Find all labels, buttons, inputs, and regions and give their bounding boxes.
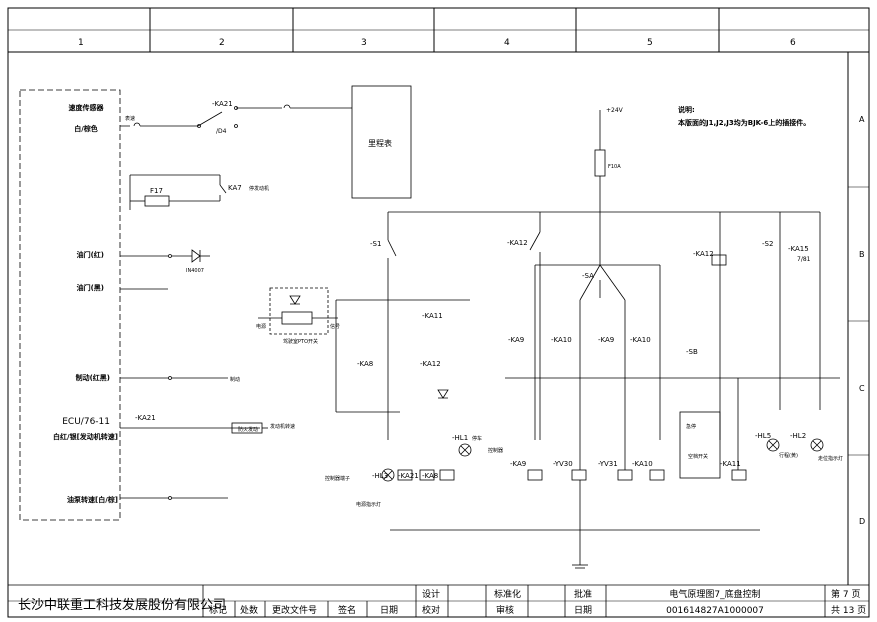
column-label-4: 4 [504, 38, 510, 48]
column-label-3: 3 [361, 38, 367, 48]
column-label-1: 1 [78, 38, 84, 48]
fuse-f17-label: F17 [150, 187, 163, 195]
neutral-switch-label: 空档开关 [688, 453, 708, 460]
power-bus [335, 110, 840, 569]
ka15-ref: 7/81 [797, 256, 811, 263]
column-label-6: 6 [790, 38, 796, 48]
ecu-wire-note: 发动机转速 [270, 423, 295, 430]
s1-label: -S1 [370, 240, 381, 248]
row-label-c: C [859, 384, 865, 393]
ka21-top-label: -KA21 [212, 100, 233, 108]
date-label: 日期 [574, 605, 592, 616]
hl1-label: -HL1 [452, 434, 468, 442]
col-doc: 更改文件号 [272, 604, 317, 616]
ka10-coil-label: -KA10 [632, 460, 653, 468]
ka10-label-a: -KA10 [551, 336, 572, 344]
ka11-coil-label: -KA11 [720, 460, 741, 468]
design-label: 设计 [422, 588, 440, 600]
fuse-f10a-label: F10A [608, 164, 621, 170]
row-label-a: A [859, 115, 865, 124]
ka9-coil-label: -KA9 [510, 460, 526, 468]
ecu-box-label: 防火发动 [238, 426, 258, 433]
hl2-label: -HL2 [790, 432, 806, 440]
speed-sensor-label: 速度传感器 [69, 103, 105, 112]
speed-sensor-circuit [120, 85, 412, 500]
company-name: 长沙中联重工科技发展股份有限公司 [18, 597, 226, 613]
check-label: 校对 [422, 604, 440, 616]
title-block-grid [8, 584, 869, 617]
column-label-5: 5 [647, 38, 653, 48]
odometer-label: 里程表 [368, 138, 392, 148]
supply-label: +24V [606, 107, 624, 114]
ka11-label: -KA11 [422, 312, 443, 320]
oil-door-red-label: 油门(红) [77, 250, 104, 259]
ka9-label-b: -KA9 [598, 336, 614, 344]
row-label-b: B [859, 250, 865, 259]
coils-and-lamps [381, 254, 824, 482]
approve-label: 批准 [574, 588, 592, 600]
ka7-note: 停发动机 [249, 185, 269, 192]
hl5-note: 行程(黄) [779, 452, 798, 459]
s2-label: -S2 [762, 240, 773, 248]
diode-label: IN4007 [186, 268, 204, 274]
pto-signal-label: 信号 [330, 323, 340, 330]
sheet-number: 第 7 页 [831, 588, 860, 600]
external-device-boundary [19, 89, 121, 521]
sensor-tag: 表速 [125, 115, 135, 122]
note-title: 说明: [678, 105, 695, 114]
pto-note: 驾驶室PTO开关 [283, 338, 318, 345]
ka21-top-ref: /D4 [216, 128, 227, 135]
note-body: 本版面的J1,J2,J3均为BJK-6上的插接件。 [677, 118, 810, 127]
drawing-frame [7, 7, 870, 618]
col-date: 日期 [380, 605, 398, 616]
brake-label: 制动(红黑) [76, 373, 110, 382]
yv31-label: -YV31 [598, 460, 618, 468]
col-count: 处数 [240, 604, 258, 616]
ka12-label: -KA12 [420, 360, 441, 368]
ka10-label-b: -KA10 [630, 336, 651, 344]
speed-sensor-color: 白/棕色 [74, 124, 98, 133]
row-label-d: D [859, 517, 865, 526]
ka15-label: -KA15 [788, 245, 809, 253]
column-label-2: 2 [219, 38, 225, 48]
hl2-note: 走位指示灯 [818, 455, 843, 462]
sb-label: -SB [686, 348, 698, 356]
oil-door-black-label: 油门(黑) [77, 283, 104, 292]
standard-label: 标准化 [494, 588, 521, 600]
ka7-label: KA7 [228, 184, 242, 192]
drawing-number: 001614827A1000007 [666, 606, 764, 616]
drawing-title: 电气原理图7_底盘控制 [669, 588, 760, 600]
pump-speed-label: 油泵转速[白/棕] [67, 495, 118, 504]
hl1-note: 停车 [472, 435, 482, 442]
col-sign: 签名 [338, 604, 356, 616]
sheet-total: 共 13 页 [831, 605, 866, 616]
ka21-coil-label: -KA21 [398, 472, 419, 480]
ka21-mid-label: -KA21 [135, 414, 156, 422]
hl3-label: -HL3 [372, 472, 388, 480]
ecu-title: ECU/76-11 [62, 417, 110, 427]
review-label: 审核 [496, 604, 514, 616]
e-stop-label: 急停 [686, 423, 696, 430]
ka8-coil-label: -KA8 [422, 472, 438, 480]
brake-light-label: 制动 [230, 376, 240, 383]
ctrl-terminal-label: 控制器端子 [325, 475, 350, 482]
ka12-right-label: -KA12 [693, 250, 714, 258]
pto-switch-box [258, 287, 338, 335]
ka9-label: -KA9 [508, 336, 524, 344]
pto-power-label: 电源 [256, 323, 266, 330]
hl3-note: 电源指示灯 [356, 501, 381, 508]
col-mark: 标记 [209, 604, 227, 616]
sa-label: -SA [582, 272, 594, 280]
ctrl-box-label: 控制器 [488, 447, 503, 454]
ka8-label: -KA8 [357, 360, 373, 368]
hl5-label: -HL5 [755, 432, 771, 440]
yv30-label: -YV30 [553, 460, 573, 468]
ka12-top-label: -KA12 [507, 239, 528, 247]
ecu-subtitle: 白红/银[发动机转速] [53, 432, 118, 441]
